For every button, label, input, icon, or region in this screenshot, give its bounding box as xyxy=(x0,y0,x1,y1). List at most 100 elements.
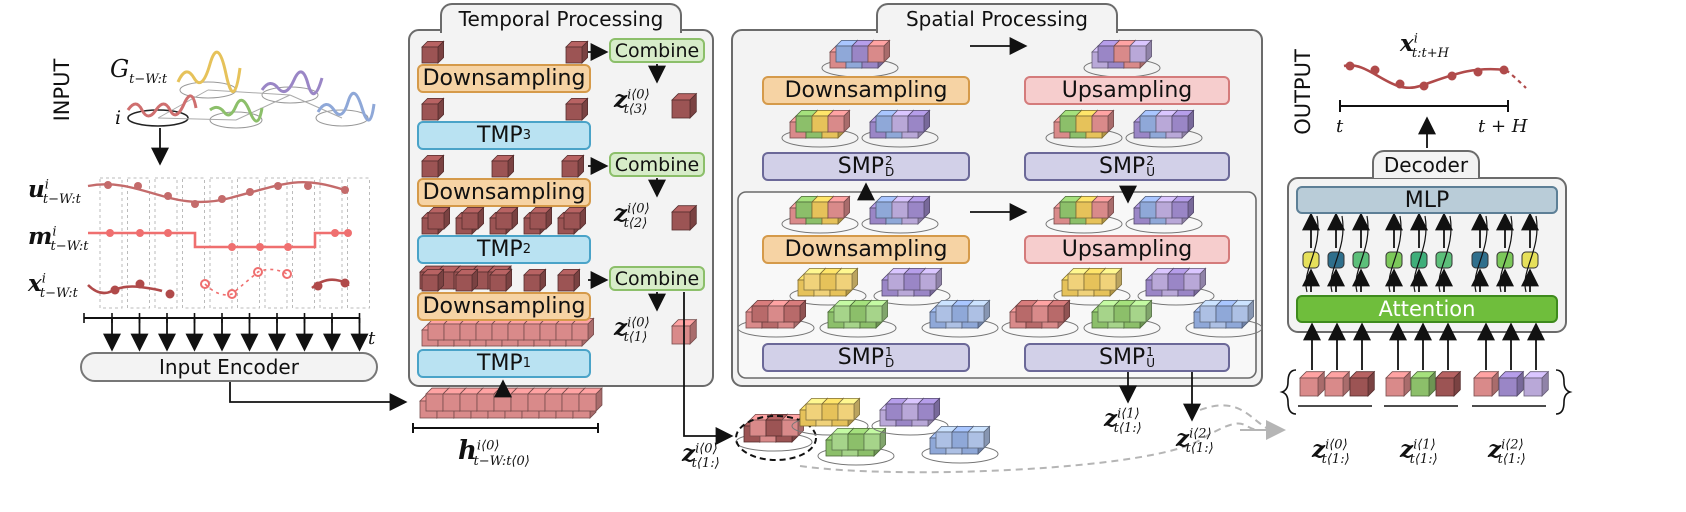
level-cube xyxy=(523,268,547,292)
output-axis-end: t + H xyxy=(1478,116,1528,137)
x-point xyxy=(165,289,175,299)
u-point xyxy=(104,181,112,189)
time-window xyxy=(154,177,178,309)
graph-edge xyxy=(235,94,291,121)
z-output-2: zi⟨2⟩t⟨1:⟩ xyxy=(1488,436,1526,467)
level-cube xyxy=(455,268,479,292)
level-cube xyxy=(565,40,589,64)
level-cube xyxy=(421,268,445,292)
m-signal xyxy=(88,231,348,249)
node-signal-purple xyxy=(260,70,324,95)
input-section-label: INPUT xyxy=(50,58,74,122)
spatial-cube xyxy=(907,195,931,219)
time-window xyxy=(264,177,288,309)
time-window xyxy=(292,177,315,309)
m-point xyxy=(164,229,172,237)
spatial-cube xyxy=(1129,299,1153,323)
x-point xyxy=(110,285,120,295)
tmp1-cube xyxy=(571,317,595,341)
temporal-downsampling-3: Downsampling xyxy=(417,64,591,93)
spatial-upsampling-top: Upsampling xyxy=(1024,76,1230,105)
time-window xyxy=(99,177,123,309)
temporal-to-spatial-arrow xyxy=(683,292,734,445)
temporal-downsampling-2: Downsampling xyxy=(417,178,591,207)
spatial-cube xyxy=(827,195,851,219)
u-point xyxy=(246,188,254,196)
spatial-downsampling-top: Downsampling xyxy=(762,76,970,105)
level-cube xyxy=(489,268,513,292)
u-point xyxy=(191,200,199,208)
graph-edge xyxy=(157,117,237,121)
spatial-input-cube xyxy=(837,397,861,421)
time-window xyxy=(237,177,260,309)
temporal-title: Temporal Processing xyxy=(440,3,682,33)
spatial-cube xyxy=(1129,39,1153,63)
spatial-cube xyxy=(919,267,943,291)
h-label: hi⟨0⟩t−W:t⟨0⟩ xyxy=(458,436,530,470)
forecast-signal-tail xyxy=(1505,69,1527,89)
u-point xyxy=(164,192,172,200)
x-missing-point xyxy=(282,269,292,279)
level-cube xyxy=(421,97,445,121)
spatial-cube xyxy=(1231,299,1255,323)
spatial-cube xyxy=(1047,299,1071,323)
z-cube-2 xyxy=(671,204,698,231)
z-spatial-out-1: zi⟨1⟩t⟨1:⟩ xyxy=(1104,405,1142,436)
spatial-cube xyxy=(783,299,807,323)
x-missing-signal xyxy=(204,268,288,296)
forecast-point xyxy=(1345,61,1355,71)
time-window xyxy=(319,177,343,309)
time-window xyxy=(182,177,205,309)
m-label: mit−W:t xyxy=(28,223,89,254)
spatial-cube xyxy=(1091,195,1115,219)
spatial-input-cube xyxy=(863,427,887,451)
z-spatial-in: zi⟨0⟩t⟨1:⟩ xyxy=(682,440,720,471)
decoder-input-cube xyxy=(1410,370,1437,397)
x-point xyxy=(135,279,145,289)
spatial-input-cube xyxy=(917,397,941,421)
z-output-1: zi⟨1⟩t⟨1:⟩ xyxy=(1400,436,1438,467)
z-cube-3 xyxy=(671,92,698,119)
forecast-point xyxy=(1370,65,1380,75)
level-cube xyxy=(427,206,451,230)
decoder-input-cube xyxy=(1498,370,1525,397)
graph-label: Gt−W:t xyxy=(110,55,168,87)
z-temporal-1: zi⟨0⟩t⟨1⟩ xyxy=(614,314,650,345)
u-point xyxy=(218,195,226,203)
attention-block: Attention xyxy=(1296,295,1558,323)
level-cube xyxy=(421,40,445,64)
level-cube xyxy=(491,154,515,178)
spatial-cube xyxy=(827,109,851,133)
brace-left xyxy=(1279,369,1297,415)
decoder-input-cube xyxy=(1299,370,1326,397)
x-point xyxy=(340,278,350,288)
spatial-cube xyxy=(1171,195,1195,219)
x-point xyxy=(313,281,323,291)
node-signal-green xyxy=(209,98,264,123)
decoder-input-cube xyxy=(1324,370,1351,397)
brace-right xyxy=(1555,369,1573,415)
z-temporal-2: zi⟨0⟩t⟨2⟩ xyxy=(614,200,650,231)
graph-edge xyxy=(207,89,291,96)
time-window xyxy=(347,177,370,309)
forecast-point xyxy=(1473,67,1483,77)
decoder-input-cube xyxy=(1349,370,1376,397)
node-signal-red xyxy=(126,94,198,118)
forecast-point xyxy=(1419,81,1429,91)
x-input-label: xit−W:t xyxy=(28,270,78,301)
node-i-label: i xyxy=(115,107,122,129)
skip-dashed-path xyxy=(799,422,1261,474)
spatial-cube xyxy=(835,267,859,291)
spatial-cube xyxy=(1091,109,1115,133)
spatial-cube xyxy=(907,109,931,133)
spatial-cube xyxy=(1183,267,1207,291)
spatial-cube xyxy=(867,39,891,63)
level-cube xyxy=(565,97,589,121)
m-point xyxy=(228,243,236,251)
decoder-input-cube xyxy=(1435,370,1462,397)
m-point xyxy=(256,243,264,251)
output-section-label: OUTPUT xyxy=(1291,49,1315,135)
